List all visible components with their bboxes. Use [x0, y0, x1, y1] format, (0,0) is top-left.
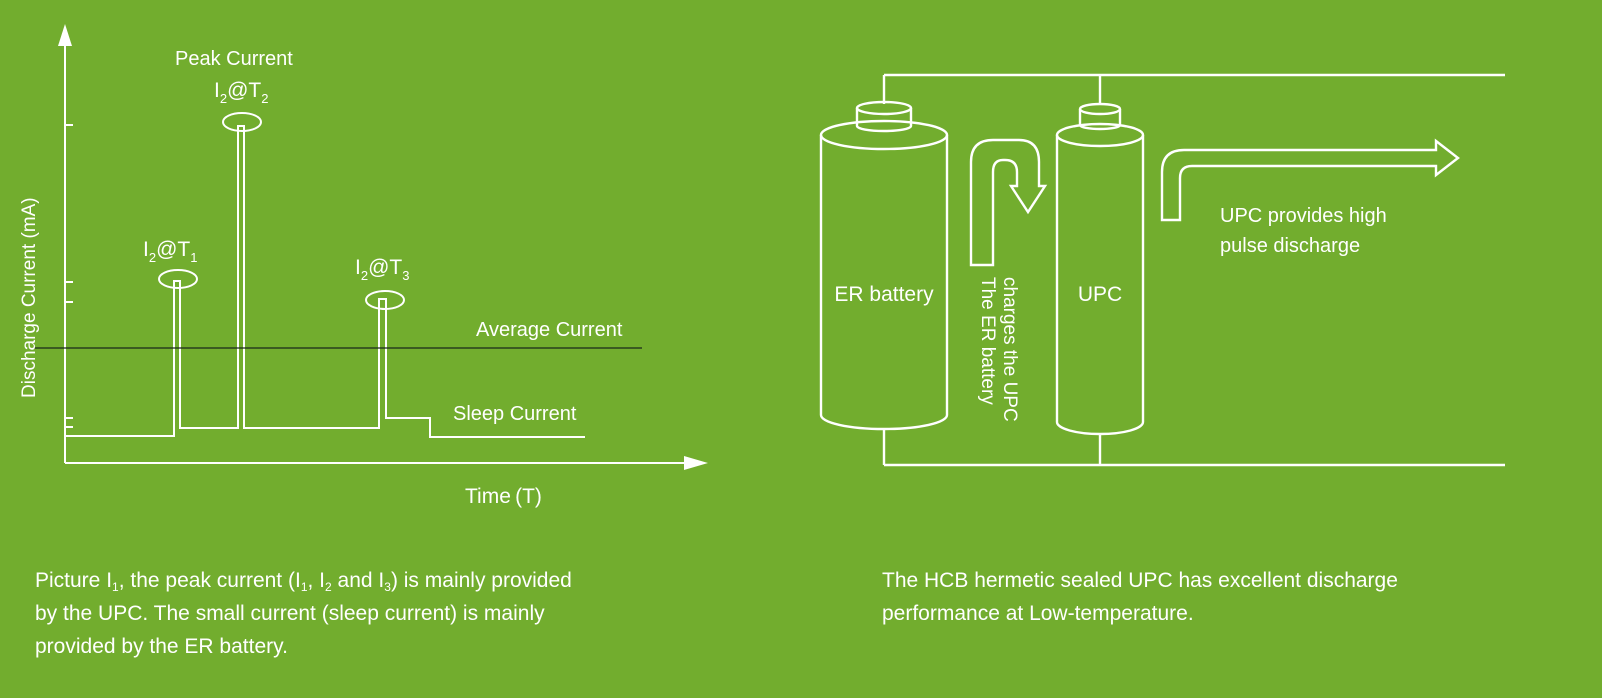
right-caption: The HCB hermetic sealed UPC has excellen…	[882, 564, 1582, 630]
y-axis-arrowhead	[58, 24, 72, 46]
x-axis-label: Time (T)	[465, 485, 542, 508]
y-axis-label: Discharge Current (mA)	[19, 197, 40, 398]
pulse-text-line1: UPC provides high	[1220, 205, 1387, 227]
current-time-diagram: Discharge Current (mA) Time (T) Peak Cur…	[19, 24, 708, 508]
charge-text-line1: The ER battery	[977, 277, 998, 405]
sleep-current-label: Sleep Current	[453, 403, 577, 425]
right-caption-line1: The HCB hermetic sealed UPC has excellen…	[882, 569, 1398, 592]
er-battery: ER battery	[819, 100, 949, 431]
peak-label-t1: I2@T1	[143, 238, 197, 265]
er-battery-label: ER battery	[834, 283, 934, 306]
left-caption-line1: Picture I1, the peak current (I1, I2 and…	[35, 569, 572, 594]
peak-current-label: Peak Current	[175, 48, 293, 70]
peak-marker-t2	[222, 112, 262, 132]
current-waveform	[65, 125, 585, 438]
peak-label-t3: I2@T3	[355, 256, 409, 283]
discharge-arrow-icon	[1160, 138, 1460, 222]
right-caption-line2: performance at Low-temperature.	[882, 602, 1194, 625]
upc-label: UPC	[1078, 283, 1122, 306]
battery-upc-circuit: ER battery UPC The ER battery charges th…	[819, 73, 1505, 467]
average-current-label: Average Current	[476, 319, 623, 341]
left-caption: Picture I1, the peak current (I1, I2 and…	[35, 564, 755, 663]
peak-marker-t1	[158, 269, 198, 289]
upc-cell: UPC	[1055, 102, 1145, 436]
left-caption-line3: provided by the ER battery.	[35, 635, 288, 658]
x-axis-arrowhead	[684, 456, 708, 470]
pulse-text-line2: pulse discharge	[1220, 235, 1360, 257]
charge-arrow-icon	[969, 138, 1048, 267]
charge-text-line2: charges the UPC	[999, 277, 1020, 422]
peak-marker-t3	[365, 290, 405, 310]
peak-label-t2: I2@T2	[214, 79, 268, 106]
left-caption-line2: by the UPC. The small current (sleep cur…	[35, 602, 545, 625]
